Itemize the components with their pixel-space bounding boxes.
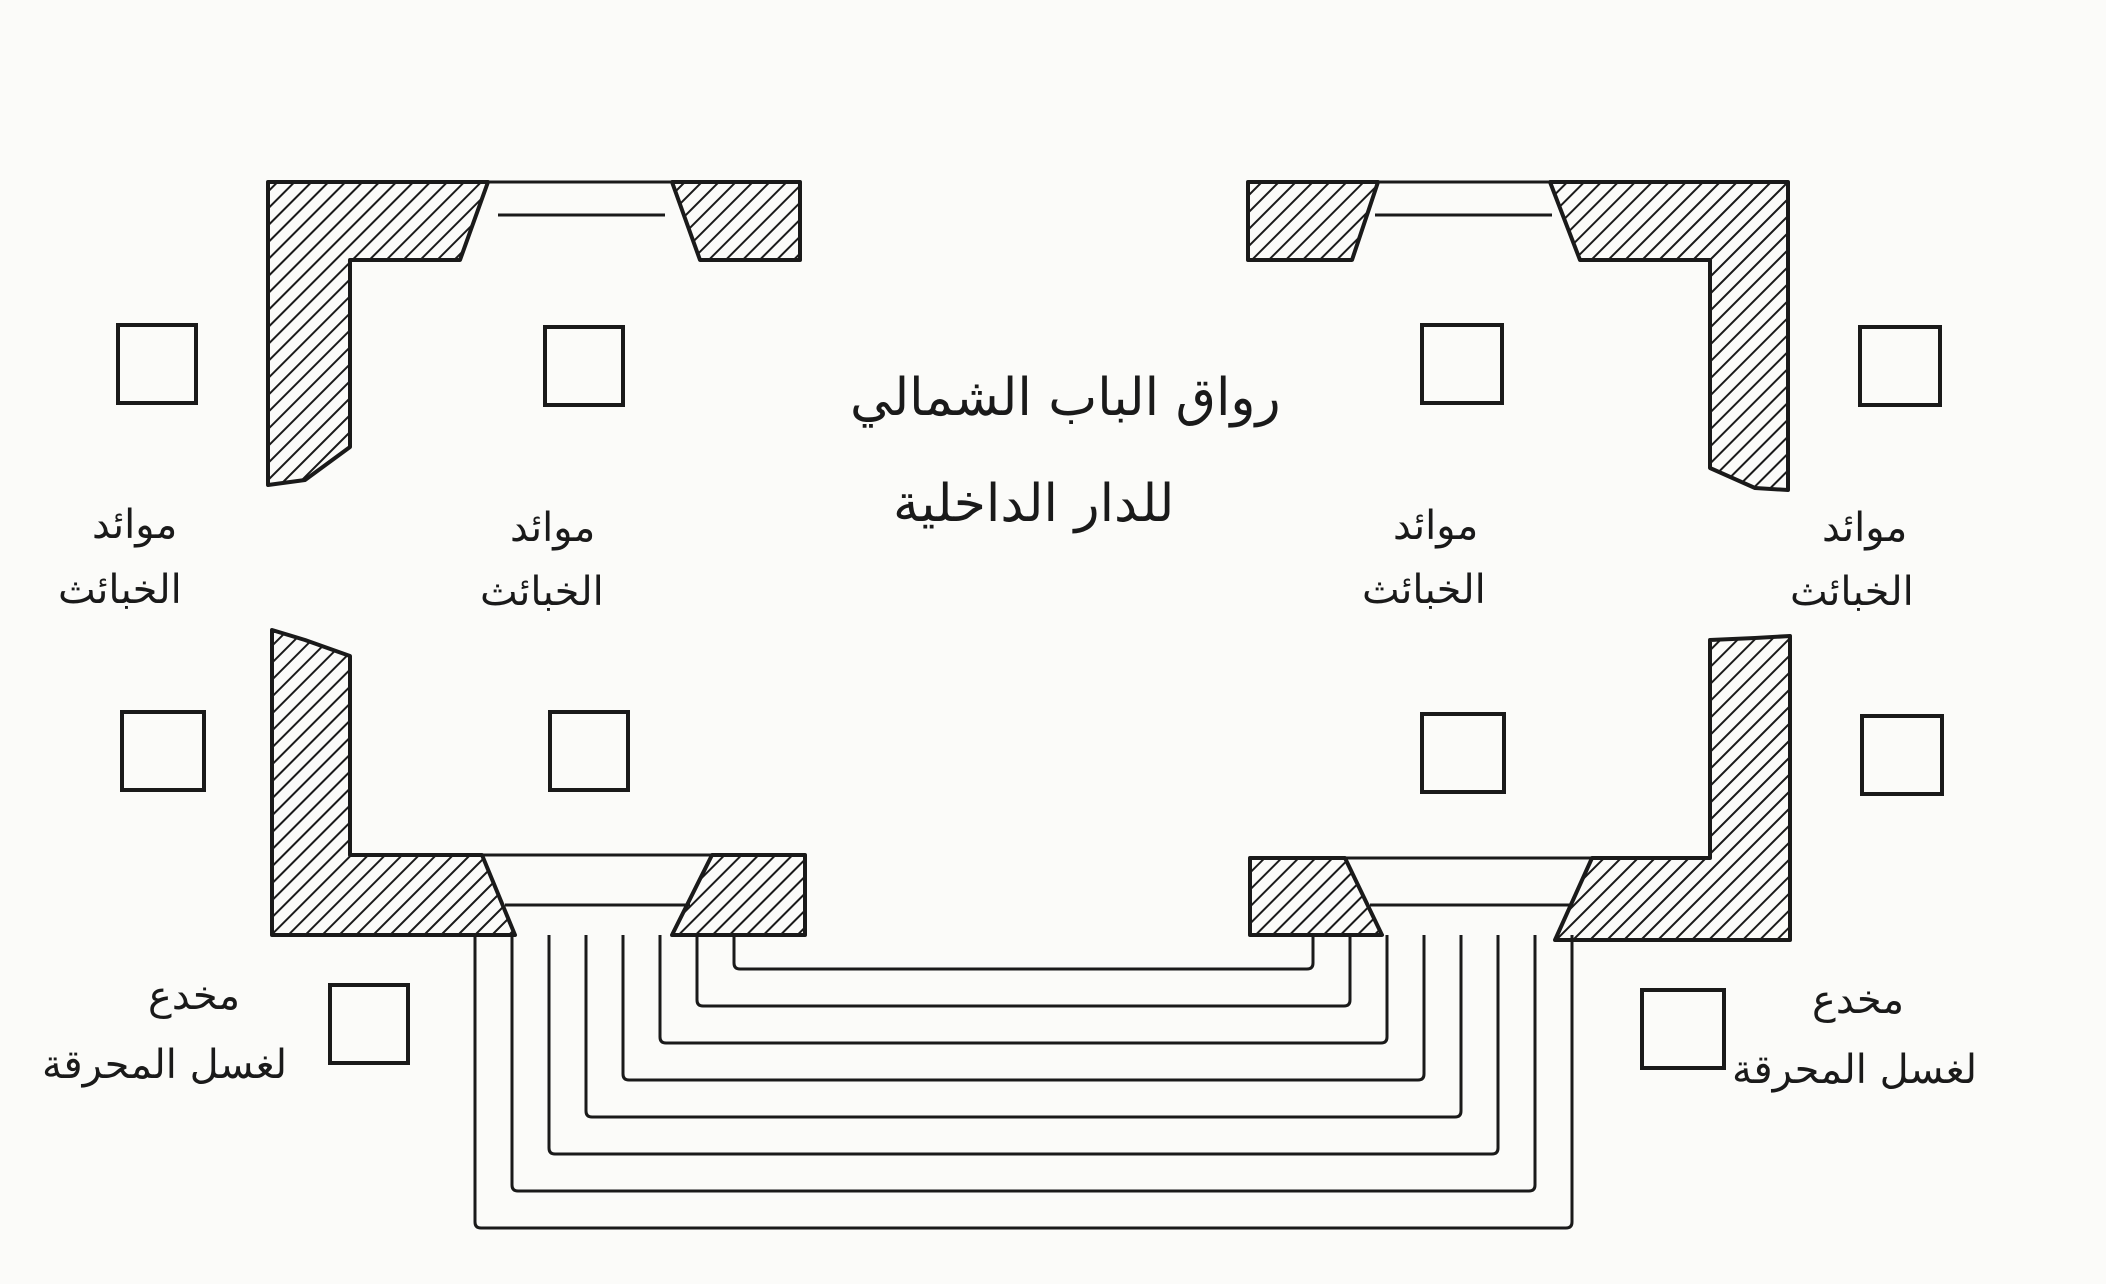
drain-channel — [510, 935, 1537, 1193]
label-mawaid: موائد — [92, 502, 178, 548]
wall-top-left-cap — [670, 180, 802, 262]
openings — [482, 180, 1592, 907]
pier — [1420, 323, 1504, 405]
pier — [116, 323, 198, 405]
wall-top-right-corner — [1548, 180, 1790, 492]
pier — [328, 983, 410, 1065]
label-makhda: مخدع — [148, 973, 241, 1019]
label-ghusl: لغسل المحرقة — [1732, 1047, 1978, 1093]
label-mawaid: موائد — [1822, 505, 1908, 551]
wall-bottom-left-cap — [670, 853, 807, 937]
pier — [548, 710, 630, 792]
drain-channels — [473, 935, 1574, 1230]
drain-channel — [473, 935, 1574, 1230]
hatched-walls — [266, 180, 1792, 942]
drain-channel — [658, 935, 1389, 1045]
label-ghusl: لغسل المحرقة — [42, 1042, 288, 1088]
drain-channel — [584, 935, 1463, 1119]
pier — [1640, 988, 1726, 1070]
wall-top-right — [1246, 180, 1380, 262]
label-khabaith: الخبائث — [1790, 569, 1914, 615]
title-line-1: رواق الباب الشمالي — [850, 368, 1281, 428]
pier — [1420, 712, 1506, 794]
pier — [1860, 714, 1944, 796]
drain-channel — [732, 935, 1315, 971]
pier — [120, 710, 206, 792]
wall-bottom-left — [270, 628, 517, 937]
wall-bottom-right-corner — [1553, 634, 1792, 942]
drain-channel — [695, 935, 1352, 1008]
label-khabaith: الخبائث — [58, 567, 182, 613]
label-mawaid: موائد — [1393, 503, 1479, 549]
drain-channel — [547, 935, 1500, 1156]
wall-bottom-right — [1248, 856, 1384, 937]
piers — [116, 323, 1944, 1070]
label-khabaith: الخبائث — [1362, 567, 1486, 613]
pier — [543, 325, 625, 407]
label-makhda: مخدع — [1812, 977, 1905, 1023]
label-khabaith: الخبائث — [480, 569, 604, 615]
title-line-2: للدار الداخلية — [893, 474, 1175, 534]
label-mawaid: موائد — [510, 505, 596, 551]
pier — [1858, 325, 1942, 407]
drain-channel — [621, 935, 1426, 1082]
wall-top-left — [266, 180, 490, 487]
